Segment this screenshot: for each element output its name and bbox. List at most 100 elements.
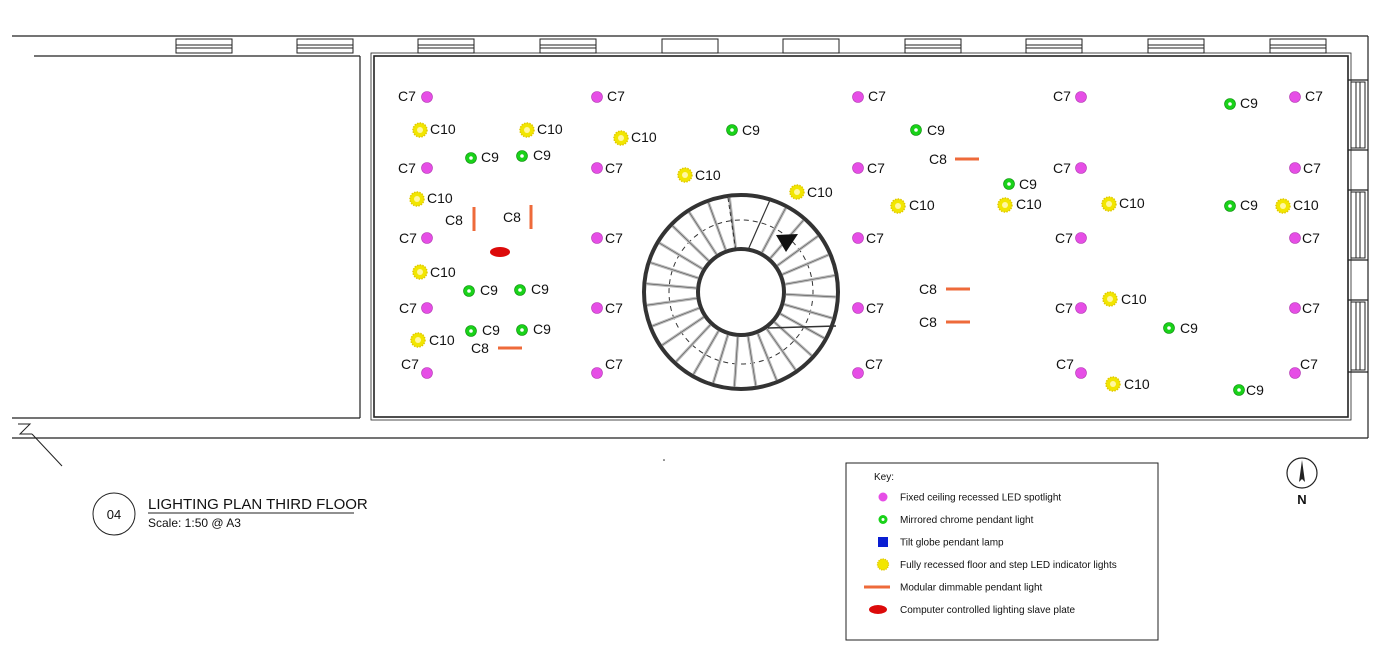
legend-item-floor: Fully recessed floor and step LED indica… bbox=[876, 558, 1117, 571]
fixture-code-label: C7 bbox=[1302, 230, 1320, 246]
chrome-pendant-center bbox=[469, 156, 473, 160]
fixture-code-label: C9 bbox=[1246, 382, 1264, 398]
stair-inner-edge bbox=[696, 247, 786, 337]
stair-tread-edge bbox=[646, 297, 697, 306]
fixture-code-label: C7 bbox=[398, 88, 416, 104]
fixture-code-label: C9 bbox=[1180, 320, 1198, 336]
fixture-chrome: C9 bbox=[465, 149, 499, 165]
fixture-chrome: C9 bbox=[516, 147, 551, 163]
fixture-spot: C7 bbox=[852, 230, 884, 246]
spotlight-icon bbox=[591, 232, 603, 244]
fixture-spot: C7 bbox=[1053, 160, 1087, 176]
fixture-code-label: C7 bbox=[1303, 160, 1321, 176]
fixture-spot: C7 bbox=[591, 230, 623, 246]
fixture-code-label: C7 bbox=[1305, 88, 1323, 104]
spotlight-icon bbox=[591, 162, 603, 174]
fixture-spot: C7 bbox=[1053, 88, 1087, 104]
stair-tread-edge bbox=[784, 304, 833, 319]
fixture-code-label: C8 bbox=[919, 281, 937, 297]
legend-globe-icon bbox=[878, 537, 888, 547]
floor-light-center bbox=[1106, 201, 1112, 207]
legend-item-modular: Modular dimmable pendant light bbox=[864, 583, 1043, 594]
stair-cut-line bbox=[747, 199, 771, 251]
stair-tread-edge bbox=[785, 294, 836, 298]
spotlight-icon bbox=[1075, 162, 1087, 174]
fixture-modular: C8 bbox=[445, 207, 476, 231]
spotlight-icon bbox=[421, 91, 433, 103]
floor-light-center bbox=[1110, 381, 1116, 387]
legend-box: Key: Fixed ceiling recessed LED spotligh… bbox=[845, 462, 1159, 641]
legend-modular-icon bbox=[864, 585, 890, 589]
spotlight-icon bbox=[852, 91, 864, 103]
modular-pendant-icon bbox=[955, 157, 979, 161]
spiral-staircase bbox=[642, 193, 840, 391]
legend-chrome-center bbox=[881, 518, 885, 521]
floor-light-center bbox=[415, 337, 421, 343]
spotlight-icon bbox=[1075, 367, 1087, 379]
fixture-spot: C7 bbox=[1055, 300, 1087, 316]
fixtures-layer: C7C7C7C7C7C7C7C7C7C7C7C7C7C7C7C7C7C7C7C7… bbox=[398, 88, 1323, 398]
stair-tread-edge bbox=[780, 313, 825, 339]
spotlight-icon bbox=[591, 91, 603, 103]
fixture-code-label: C7 bbox=[866, 230, 884, 246]
fixture-chrome: C9 bbox=[1163, 320, 1198, 336]
stair-tread-edge bbox=[693, 330, 719, 375]
legend-item-slave: Computer controlled lighting slave plate bbox=[869, 605, 1076, 616]
fixture-chrome: C9 bbox=[726, 122, 760, 138]
fixture-floor: C10 bbox=[1105, 376, 1150, 392]
chrome-pendant-center bbox=[730, 128, 734, 132]
fixture-floor: C10 bbox=[890, 197, 935, 214]
fixture-spot: C7 bbox=[1055, 230, 1087, 246]
floor-light-center bbox=[417, 127, 423, 133]
fixture-floor: C10 bbox=[1275, 197, 1319, 214]
fixture-code-label: C9 bbox=[480, 282, 498, 298]
stair-tread-edge bbox=[659, 242, 703, 270]
legend-item-globe: Tilt globe pendant lamp bbox=[878, 537, 1004, 549]
fixture-spot: C7 bbox=[399, 300, 433, 316]
fixture-spot: C7 bbox=[852, 300, 884, 316]
fixture-spot: C7 bbox=[591, 356, 623, 379]
fixture-code-label: C10 bbox=[1016, 196, 1042, 212]
modular-pendant-icon bbox=[946, 287, 970, 291]
legend-label: Mirrored chrome pendant light bbox=[900, 515, 1034, 526]
fixture-code-label: C7 bbox=[398, 160, 416, 176]
fixture-code-label: C10 bbox=[1124, 376, 1150, 392]
fixture-code-label: C7 bbox=[1302, 300, 1320, 316]
fixture-floor: C10 bbox=[412, 121, 456, 138]
spotlight-icon bbox=[1075, 302, 1087, 314]
stair-tread-edge bbox=[766, 328, 796, 370]
fixture-code-label: C9 bbox=[531, 281, 549, 297]
fixture-modular: C8 bbox=[503, 205, 533, 229]
chrome-pendant-center bbox=[1228, 102, 1232, 106]
fixture-code-label: C8 bbox=[445, 212, 463, 228]
chrome-pendant-center bbox=[520, 154, 524, 158]
fixture-code-label: C10 bbox=[631, 129, 657, 145]
spotlight-icon bbox=[1289, 91, 1301, 103]
drawing-scale: Scale: 1:50 @ A3 bbox=[148, 516, 241, 530]
chrome-pendant-center bbox=[469, 329, 473, 333]
stair-tread-edge bbox=[785, 275, 835, 285]
spotlight-icon bbox=[852, 302, 864, 314]
legend-label: Fixed ceiling recessed LED spotlight bbox=[900, 493, 1061, 504]
stair-tread-edge bbox=[689, 212, 717, 255]
spotlight-icon bbox=[1289, 162, 1301, 174]
spotlight-icon bbox=[1075, 91, 1087, 103]
stair-tread-edge bbox=[712, 334, 729, 383]
stair-tread-edge bbox=[652, 307, 700, 327]
stray-dot bbox=[663, 459, 665, 461]
spotlight-icon bbox=[591, 367, 603, 379]
fixture-spot: C7 bbox=[852, 160, 885, 176]
modular-pendant-icon bbox=[946, 320, 970, 324]
fixture-code-label: C7 bbox=[605, 356, 623, 372]
fixture-spot: C7 bbox=[1289, 160, 1321, 176]
fixture-code-label: C9 bbox=[481, 149, 499, 165]
fixture-floor: C10 bbox=[789, 184, 833, 200]
floor-light-center bbox=[1107, 296, 1113, 302]
fixture-code-label: C10 bbox=[1293, 197, 1319, 213]
fixture-chrome: C9 bbox=[516, 321, 551, 337]
north-arrow-pointer bbox=[1299, 460, 1305, 482]
fixture-code-label: C7 bbox=[866, 300, 884, 316]
stair-tread-edge bbox=[777, 235, 819, 266]
fixture-chrome: C9 bbox=[1003, 176, 1037, 192]
legend-item-spot: Fixed ceiling recessed LED spotlight bbox=[878, 492, 1061, 504]
